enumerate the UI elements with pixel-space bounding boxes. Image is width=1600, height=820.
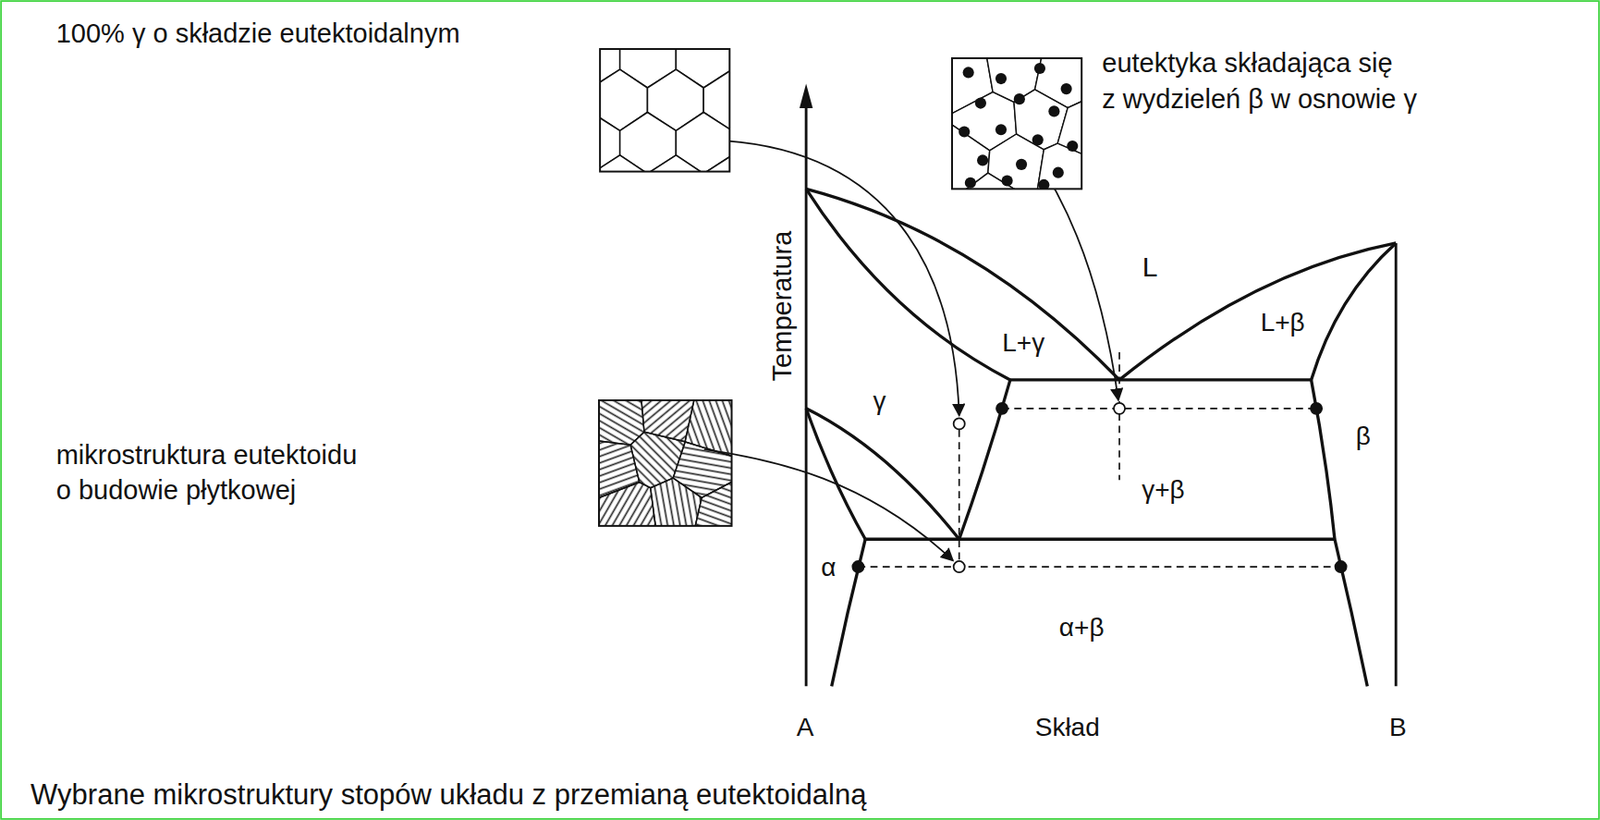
- composition-dot: [996, 403, 1008, 415]
- colony: [598, 482, 656, 526]
- inset-frame: [598, 400, 733, 526]
- eutectic-micrograph: [952, 58, 1082, 189]
- inset-frame: [599, 48, 730, 172]
- axis-label: Temperatura: [768, 231, 795, 382]
- precipitate: [1038, 179, 1050, 189]
- solvus-line: [1334, 538, 1368, 686]
- liquidus-line: [1119, 243, 1396, 380]
- composition-dot: [1335, 561, 1347, 573]
- precipitate: [977, 154, 989, 166]
- alloy-point: [953, 417, 965, 429]
- phase-region-label: L+γ: [1001, 329, 1045, 356]
- liquidus-line: [806, 188, 1120, 380]
- eutectoid-line: [865, 537, 1335, 541]
- alloy-line: [1118, 352, 1121, 480]
- precipitate: [1034, 62, 1046, 74]
- points: [852, 403, 1346, 573]
- transformation-line: [806, 408, 866, 539]
- precipitate: [1052, 167, 1064, 179]
- figure-caption: Wybrane mikrostruktury stopów układu z p…: [30, 779, 867, 808]
- precipitate: [995, 73, 1007, 85]
- phase-region-label: γ+β: [1141, 476, 1185, 503]
- precipitate: [964, 177, 977, 189]
- precipitate: [1048, 105, 1060, 117]
- phase-region-label: L+β: [1260, 309, 1306, 336]
- precipitate: [1015, 158, 1027, 171]
- solvus-line: [831, 538, 866, 686]
- grain-boundary: [647, 155, 704, 172]
- precipitate: [975, 97, 987, 109]
- colony: [695, 480, 733, 526]
- phase-region-label: α+β: [1059, 614, 1105, 641]
- solidus-line: [1311, 243, 1397, 380]
- phase-region-label: β: [1355, 423, 1371, 450]
- alloy-point: [953, 561, 965, 573]
- transformation-line: [806, 408, 960, 539]
- inset-frame: [952, 58, 1082, 189]
- composition-dot: [852, 561, 864, 573]
- axis-label: B: [1389, 714, 1407, 741]
- callout-text: z wydzieleń β w osnowie γ: [1101, 85, 1417, 113]
- tie-lines: [857, 352, 1341, 567]
- precipitate: [1013, 93, 1026, 105]
- inset-frames: [598, 48, 1082, 526]
- gamma-grains-micrograph: [599, 48, 730, 172]
- grain-boundary: [964, 172, 1018, 189]
- composition-dot: [1310, 403, 1322, 415]
- leader-arrow: [704, 449, 953, 561]
- phase-region-label: L: [1142, 253, 1159, 281]
- grain-boundary: [703, 155, 730, 171]
- callout-text: mikrostruktura eutektoidu: [56, 441, 358, 469]
- tie-line: [857, 565, 1341, 568]
- precipitate: [1066, 140, 1078, 152]
- grain-boundary: [599, 155, 648, 172]
- phase-region-label: α: [820, 554, 836, 581]
- alloy-point: [1113, 403, 1125, 415]
- component-b-axis: [1394, 243, 1398, 686]
- leader-arrow: [726, 140, 960, 416]
- axis-label: A: [796, 714, 815, 741]
- precipitate: [1061, 83, 1073, 95]
- eutectic-line: [1010, 378, 1312, 381]
- precipitate: [963, 66, 975, 78]
- lamellar-eutectoid-micrograph: [598, 400, 733, 526]
- phase-region-label: γ: [873, 388, 887, 415]
- solvus-line: [959, 379, 1011, 539]
- axis-arrowhead: [799, 84, 813, 110]
- leader-arrows: [704, 140, 1119, 561]
- precipitate: [1001, 174, 1014, 186]
- tie-line: [1001, 407, 1317, 410]
- alloy-line: [958, 429, 961, 561]
- solidus-line: [806, 188, 1011, 380]
- phase-boundaries: [806, 188, 1396, 686]
- precipitate: [1032, 134, 1044, 146]
- callout-text: o budowie płytkowej: [56, 476, 297, 503]
- colony: [650, 477, 702, 526]
- callout-text: 100% γ o składzie eutektoidalnym: [56, 20, 461, 48]
- axis: [799, 84, 1396, 687]
- solvus-line: [1311, 379, 1335, 539]
- callout-text: eutektyka składająca się: [1101, 49, 1393, 77]
- axis-label: Skład: [1035, 714, 1100, 741]
- precipitate: [995, 123, 1007, 135]
- precipitate: [958, 125, 970, 137]
- leader-arrow: [1032, 153, 1119, 401]
